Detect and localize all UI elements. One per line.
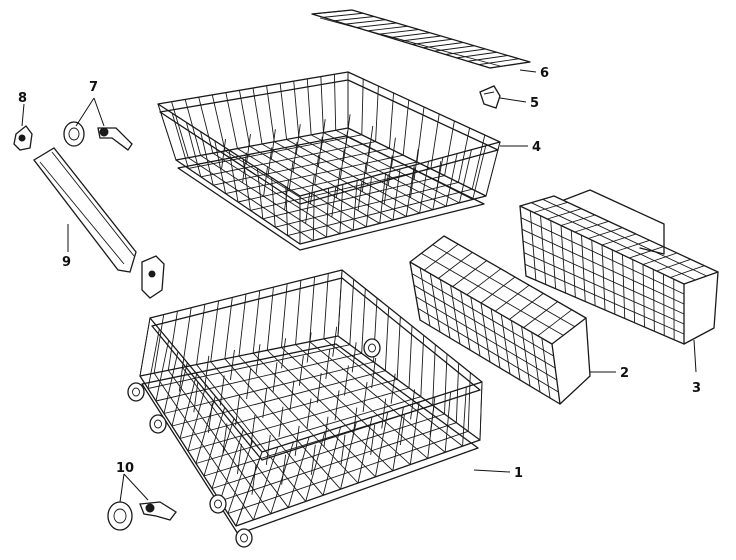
part-1-lower-rack bbox=[127, 269, 483, 548]
part-9-rack-track bbox=[33, 147, 165, 299]
callout-3: 3 bbox=[692, 381, 701, 396]
callout-6: 6 bbox=[540, 66, 549, 81]
callout-labels: 6 5 4 2 3 1 7 8 9 10 bbox=[18, 66, 701, 481]
part-2-silverware-basket bbox=[409, 235, 591, 405]
callout-5: 5 bbox=[530, 96, 539, 111]
part-8-stop bbox=[13, 125, 33, 151]
leader-lines bbox=[21, 69, 697, 503]
callout-10: 10 bbox=[116, 461, 134, 476]
part-5-clip bbox=[479, 85, 501, 109]
callout-4: 4 bbox=[532, 140, 541, 155]
part-6-shelf bbox=[311, 9, 531, 69]
part-4-upper-rack bbox=[157, 71, 501, 251]
callout-1: 1 bbox=[514, 466, 523, 481]
part-10-wheel-axle bbox=[107, 501, 177, 531]
part-3-silverware-basket bbox=[519, 189, 719, 345]
callout-2: 2 bbox=[620, 366, 629, 381]
callout-7: 7 bbox=[89, 80, 98, 95]
part-7-roller-axle bbox=[63, 121, 133, 151]
callout-8: 8 bbox=[18, 91, 27, 106]
callout-9: 9 bbox=[62, 255, 71, 270]
